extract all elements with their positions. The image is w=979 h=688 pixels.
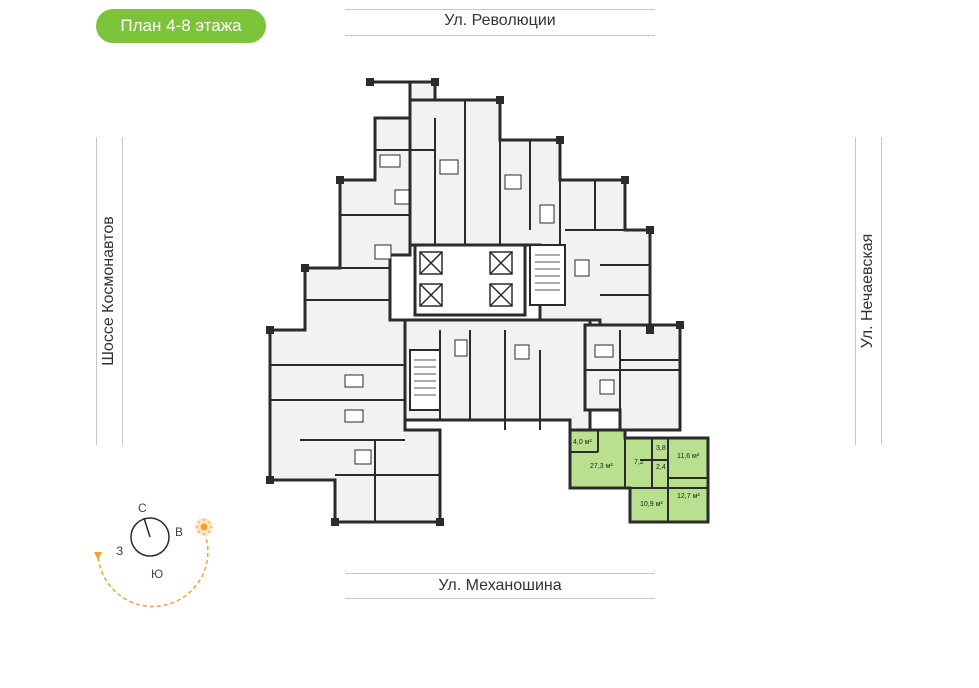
room-label-2: 27,3 м² xyxy=(590,463,613,470)
stair-core-bottom xyxy=(409,349,441,411)
street-line-bottom-lower xyxy=(345,598,655,599)
street-line-bottom xyxy=(345,573,655,574)
building-outline xyxy=(266,78,684,526)
fixtures xyxy=(344,154,615,465)
compass: С В Ю З xyxy=(94,501,213,608)
street-line-top-lower xyxy=(345,35,655,36)
sun-path xyxy=(97,519,209,608)
room-label-1: 4,0 м² xyxy=(573,439,592,446)
street-label-bottom: Ул. Механошина xyxy=(438,577,562,594)
sun-path-arrow xyxy=(94,552,102,560)
room-label-8: 10,9 м² xyxy=(640,501,663,508)
street-line-top xyxy=(345,9,655,10)
room-label-7: 12,7 м² xyxy=(677,493,700,500)
room-label-5: 2,4 xyxy=(656,464,666,471)
elevator-shafts xyxy=(419,251,513,307)
room-label-3: 7,2 xyxy=(634,459,644,466)
stair-steps xyxy=(414,254,560,396)
wing-right xyxy=(583,323,682,432)
partition-walls xyxy=(270,100,680,522)
compass-south: Ю xyxy=(151,567,163,581)
street-line-left-inner xyxy=(122,137,123,445)
street-label-top: Ул. Революции xyxy=(444,12,556,29)
room-label-6: 11,6 м² xyxy=(677,453,700,460)
columns xyxy=(266,78,684,526)
street-line-left xyxy=(96,137,97,445)
room-label-4: 3,8 xyxy=(656,445,666,452)
street-line-right-inner xyxy=(881,137,882,445)
street-line-right xyxy=(855,137,856,445)
floor-plan-badge[interactable]: План 4-8 этажа xyxy=(96,9,266,43)
highlighted-apartment[interactable]: 4,0 м² 27,3 м² 7,2 3,8 2,4 11,6 м² 12,7 … xyxy=(568,428,710,524)
compass-west: З xyxy=(116,544,123,558)
stair-core-top xyxy=(529,244,566,306)
sun-icon xyxy=(196,519,212,535)
compass-east: В xyxy=(175,525,183,539)
elevator-core xyxy=(413,243,527,317)
apartment-outline[interactable] xyxy=(568,428,710,524)
compass-north: С xyxy=(138,501,147,515)
apartment-partitions xyxy=(570,430,708,522)
compass-needle xyxy=(143,517,151,538)
